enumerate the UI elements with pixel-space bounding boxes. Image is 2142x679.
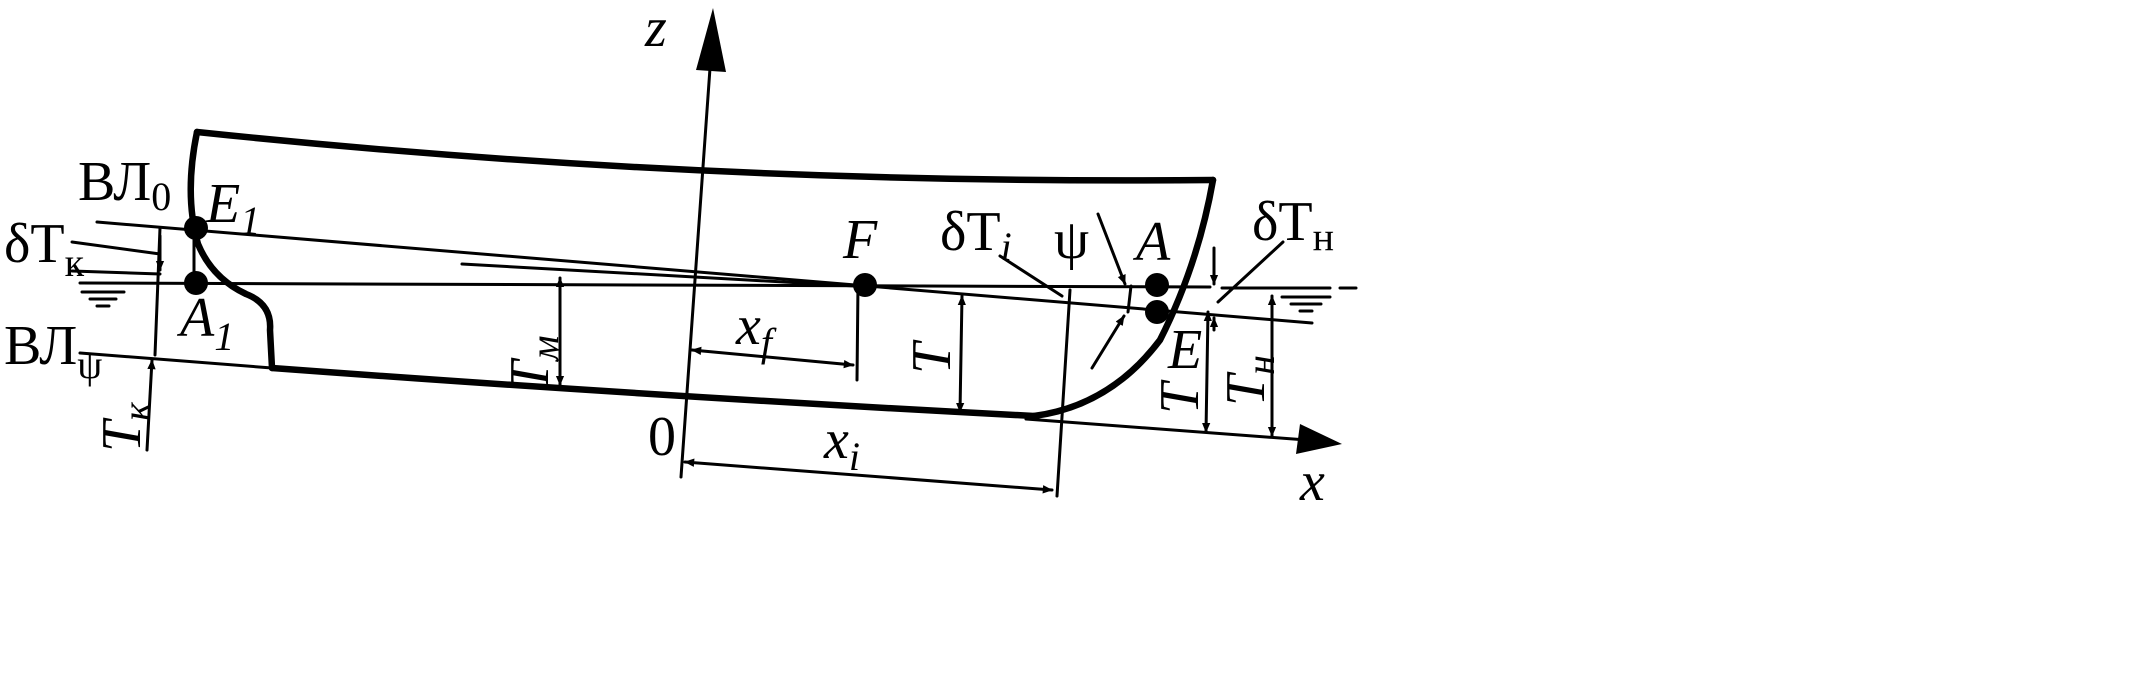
- label-t: T: [901, 339, 963, 374]
- label-x: x: [1299, 451, 1325, 513]
- label-wl0: ВЛ0: [78, 151, 171, 219]
- point-a1: [184, 271, 208, 295]
- waterline-psi: [95, 220, 1314, 325]
- label-a: A: [1132, 211, 1171, 273]
- x-axis: [1024, 417, 1342, 454]
- dim-xi: [683, 458, 1054, 494]
- hull-bow: [1030, 176, 1217, 420]
- draft-line-tm: [460, 262, 857, 288]
- waterline-psi-keel: [78, 351, 274, 370]
- dim-psi-lower: [1090, 314, 1126, 370]
- label-origin: 0: [648, 406, 676, 468]
- label-te: T: [1149, 379, 1211, 414]
- dim-xf: [690, 346, 855, 369]
- label-dtn: δTн: [1252, 191, 1334, 259]
- label-tm: Tм: [499, 335, 567, 392]
- label-dtk: δTк: [4, 213, 85, 285]
- point-a: [1145, 273, 1169, 297]
- hull-outline: [187, 128, 1217, 420]
- point-e: [1145, 300, 1169, 324]
- label-f: F: [842, 209, 878, 271]
- z-axis-arrowhead: [696, 8, 726, 72]
- label-psi: ψ: [1054, 209, 1089, 271]
- label-e: E: [1167, 319, 1202, 381]
- hull-deck: [193, 128, 1217, 184]
- label-xf: xf: [735, 295, 777, 365]
- label-tk: Tк: [91, 402, 159, 452]
- hull-stern: [187, 128, 276, 372]
- psi-gap-tick: [1126, 284, 1133, 314]
- dim-tk: [145, 358, 156, 452]
- label-xi: xi: [823, 409, 860, 479]
- f-vertical: [855, 282, 860, 382]
- label-tn: Tн: [1215, 355, 1283, 406]
- label-e1: E1: [205, 173, 260, 243]
- water-symbol-left: [80, 290, 126, 308]
- waterline-0: [78, 281, 1358, 290]
- dim-t: [955, 294, 967, 414]
- point-f: [853, 273, 877, 297]
- draft-line-dtk: [70, 240, 162, 276]
- label-wlpsi: ВЛψ: [4, 315, 102, 387]
- water-symbol-right: [1280, 295, 1332, 313]
- label-dti: δTi: [940, 201, 1012, 269]
- dim-psi-upper: [1096, 212, 1127, 286]
- xi-vertical: [1055, 288, 1072, 498]
- z-axis: [679, 8, 726, 479]
- point-e1: [184, 216, 208, 240]
- hull-keel: [268, 364, 1038, 420]
- x-axis-arrowhead: [1296, 424, 1342, 454]
- leader-dtn: [1216, 240, 1285, 304]
- leader-dti: [998, 254, 1064, 298]
- dim-te: [1201, 310, 1213, 434]
- label-z: z: [644, 0, 667, 59]
- label-a1: A1: [176, 287, 234, 359]
